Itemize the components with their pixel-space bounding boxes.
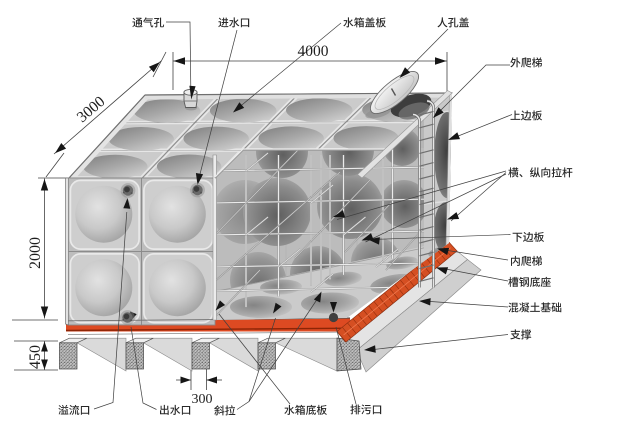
svg-text:300: 300 [192, 392, 213, 407]
svg-text:450: 450 [27, 345, 44, 369]
svg-text:4000: 4000 [298, 43, 329, 60]
svg-text:2000: 2000 [27, 237, 44, 269]
